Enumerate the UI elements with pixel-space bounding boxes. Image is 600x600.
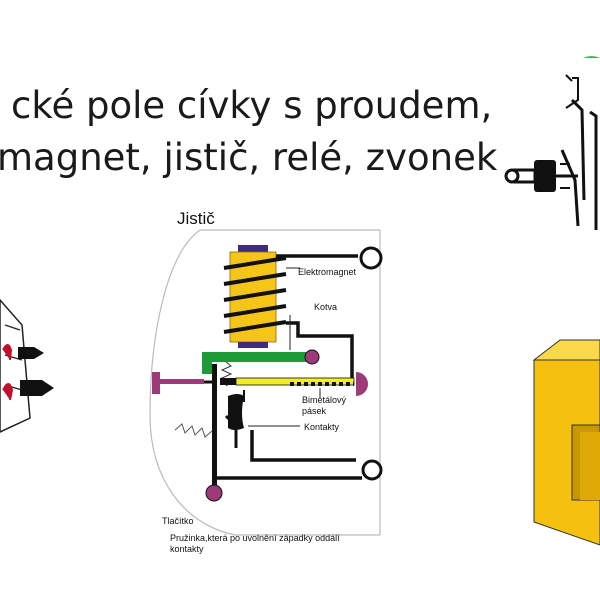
label-armature: Kotva [314,302,337,312]
label-spring-line-2: kontakty [170,544,204,554]
label-electromagnet: Elektromagnet [298,267,357,277]
label-contacts: Kontakty [304,422,340,432]
house-icon [532,339,600,546]
coil-icon [0,298,54,433]
label-bimetal-line-1: Bimetálový [302,395,347,405]
slide-title-line-2: magnet, jistič, relé, zvonek [0,136,498,179]
diagram-heading: Jistič [177,209,215,228]
breaker-diagram: Jistič [149,209,383,554]
plug-icon [504,160,578,192]
label-spring-line-1: Pružinka,která po uvolnění západky oddál… [170,533,340,543]
label-button: Tlačítko [162,516,194,526]
bell-icon [560,56,600,230]
slide-title-line-1: cké pole cívky s proudem, [11,84,493,127]
label-bimetal-line-2: pásek [302,406,327,416]
